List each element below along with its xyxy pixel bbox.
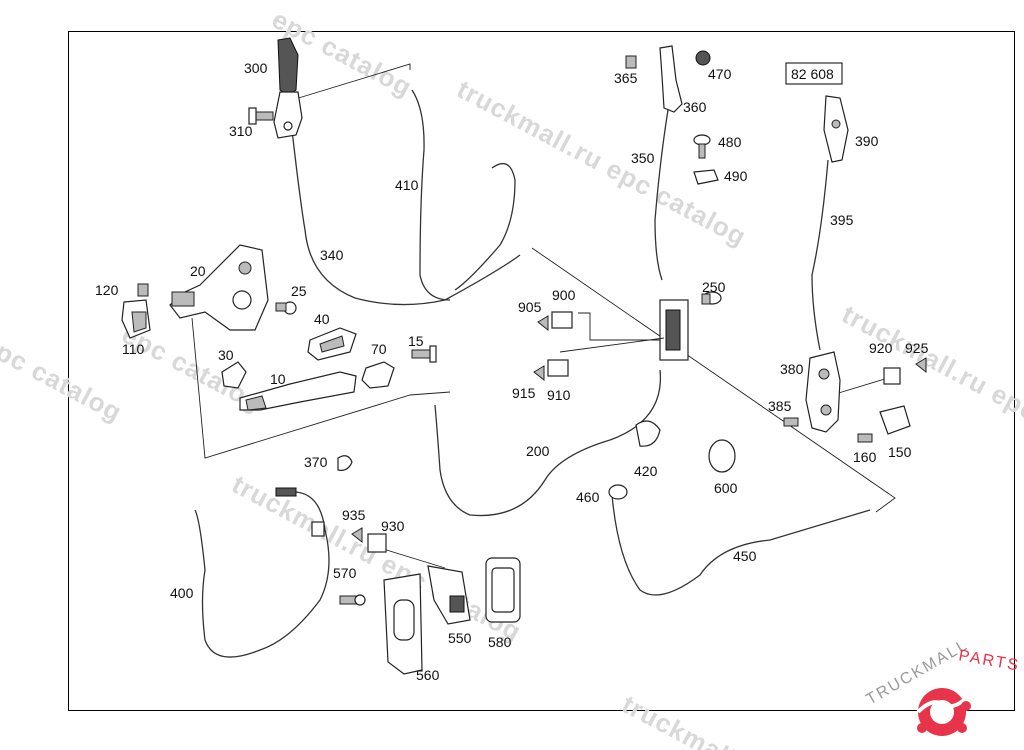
label-570[interactable]: 570 [333,565,357,581]
label-550[interactable]: 550 [448,630,472,646]
label-40[interactable]: 40 [314,311,330,327]
label-925[interactable]: 925 [905,340,929,356]
part-560-handle-housing[interactable] [383,573,423,675]
label-120[interactable]: 120 [95,282,119,298]
brand-name-accent: PARTS [957,647,1021,674]
label-70[interactable]: 70 [371,341,387,357]
part-lock-mechanism[interactable] [559,299,689,361]
watermark: truckmall.ru epc catalog [452,74,751,252]
label-370[interactable]: 370 [304,454,328,470]
part-380-lock[interactable] [805,351,841,433]
label-420[interactable]: 420 [634,463,658,479]
label-365[interactable]: 365 [614,70,638,86]
part-110-cover[interactable] [121,299,151,339]
label-15[interactable]: 15 [408,333,424,349]
part-600-plug[interactable] [708,439,736,473]
label-310[interactable]: 310 [229,123,253,139]
part-30-gasket[interactable] [221,361,247,389]
watermark: truckmall.ru [617,689,773,750]
label-410[interactable]: 410 [395,177,419,193]
watermark-layer: truckmall.ru epc catalog epc catalog tru… [0,4,1024,750]
part-920-bushing[interactable] [883,367,901,385]
part-915-pin[interactable] [533,365,545,382]
part-365-screw[interactable] [625,55,637,69]
gear-icon [916,688,971,736]
part-250-screw[interactable] [701,291,722,305]
label-600[interactable]: 600 [714,480,738,496]
label-930[interactable]: 930 [381,518,405,534]
part-930-bushing[interactable] [367,533,387,553]
part-420-clamp[interactable] [635,420,661,447]
part-310-screw[interactable] [248,107,274,125]
label-250[interactable]: 250 [702,279,726,295]
part-580-frame[interactable] [485,557,521,623]
label-935[interactable]: 935 [342,507,366,523]
label-10[interactable]: 10 [270,371,286,387]
part-900-bushing[interactable] [551,311,573,329]
part-925-pin[interactable] [915,357,927,374]
part-40-gasket[interactable] [307,327,357,361]
label-200[interactable]: 200 [526,443,550,459]
guide-lines [191,63,896,569]
label-460[interactable]: 460 [576,489,600,505]
label-920[interactable]: 920 [869,340,893,356]
label-490[interactable]: 490 [724,168,748,184]
label-380[interactable]: 380 [780,361,804,377]
watermark: epc catalog [0,329,127,428]
part-470-nut[interactable] [695,50,711,66]
label-20[interactable]: 20 [190,263,206,279]
part-360-bracket[interactable] [659,45,683,113]
label-340[interactable]: 340 [320,247,344,263]
label-900[interactable]: 900 [552,287,576,303]
label-905[interactable]: 905 [518,299,542,315]
part-490-clip-nut[interactable] [693,169,719,185]
label-470[interactable]: 470 [708,66,732,82]
label-160[interactable]: 160 [853,449,877,465]
label-395[interactable]: 395 [830,212,854,228]
part-570-screw[interactable] [339,594,366,606]
part-460-retainer[interactable] [608,484,628,500]
diagram-frame [68,31,1015,711]
part-910-bushing[interactable] [547,359,569,377]
label-360[interactable]: 360 [683,99,707,115]
part-150-striker[interactable] [879,405,911,435]
label-390[interactable]: 390 [855,133,879,149]
part-390-hinge-bracket[interactable] [823,95,849,163]
label-560[interactable]: 560 [416,667,440,683]
label-910[interactable]: 910 [547,387,571,403]
part-15-screw[interactable] [411,345,437,363]
label-150[interactable]: 150 [888,444,912,460]
part-370-clip[interactable] [337,455,353,471]
label-30[interactable]: 30 [218,347,234,363]
part-905-pin[interactable] [537,315,549,332]
part-160-screw[interactable] [857,433,873,443]
part-70-cap[interactable] [361,361,395,389]
label-300[interactable]: 300 [244,60,268,76]
part-10-outside-handle[interactable] [239,371,357,411]
cables [194,89,871,658]
part-300-inside-handle[interactable] [273,37,303,139]
part-385-screw[interactable] [783,417,799,427]
label-25[interactable]: 25 [291,283,307,299]
label-385[interactable]: 385 [768,398,792,414]
part-550-switch[interactable] [427,565,471,625]
part-120-clip[interactable] [137,283,149,297]
watermark: truckmall.ru epc catalog [227,469,526,647]
part-20-handle-carrier[interactable] [169,244,269,331]
label-915[interactable]: 915 [512,385,536,401]
part-480-screw[interactable] [693,134,711,159]
part-935-pin[interactable] [351,527,363,544]
label-580[interactable]: 580 [488,634,512,650]
reference-box: 82 608 [785,62,843,85]
label-350[interactable]: 350 [631,150,655,166]
part-400-connector[interactable] [275,487,325,537]
reference-number: 82 608 [791,66,834,82]
part-25-screw[interactable] [275,301,297,315]
label-400[interactable]: 400 [170,585,194,601]
label-110[interactable]: 110 [122,341,145,357]
brand-logo: TRUCKMALL PARTS [864,636,1021,736]
label-480[interactable]: 480 [718,134,742,150]
label-450[interactable]: 450 [733,548,757,564]
part-labels: 300 310 410 340 20 25 120 110 40 30 70 1… [95,60,929,683]
